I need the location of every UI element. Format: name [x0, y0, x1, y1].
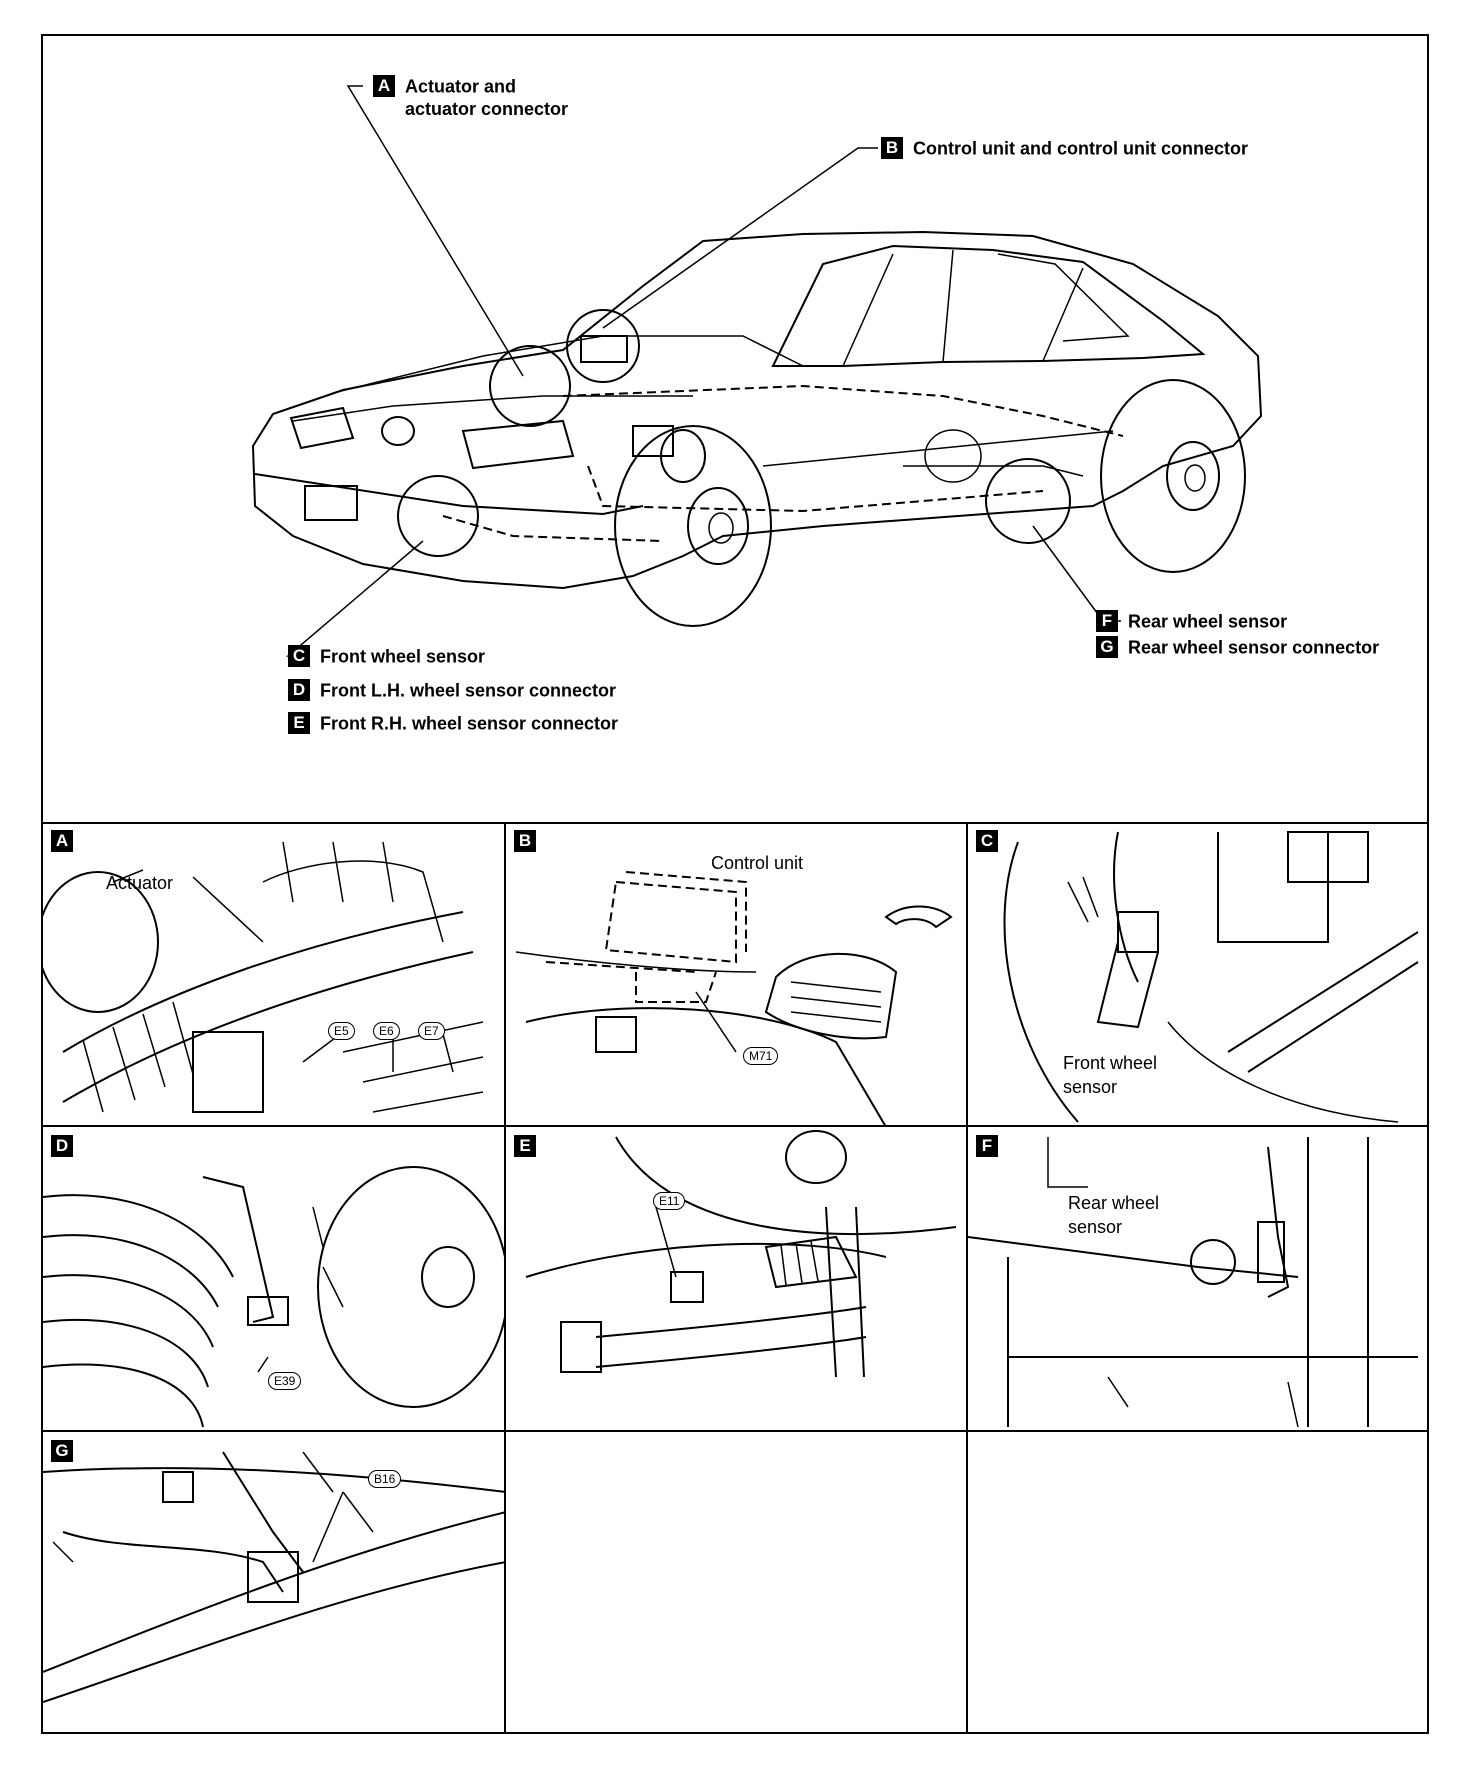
diagram-frame: A Actuator and actuator connector B Contro… — [41, 34, 1429, 1734]
panel-b-drawing — [515, 871, 953, 1125]
panel-c-front-wheel-label-line2: sensor — [1063, 1077, 1118, 1097]
panel-f-badge: F — [976, 1135, 998, 1157]
connector-e11: E11 — [653, 1192, 686, 1210]
panel-c: C Front wheel sensor — [968, 822, 1427, 1127]
panel-f-rear-wheel-label-line2: sensor — [1068, 1217, 1123, 1237]
panel-d: D E39 — [43, 1127, 506, 1432]
panel-empty-2 — [968, 1432, 1427, 1732]
callout-a-line2: actuator connector — [405, 99, 569, 119]
callout-a-text-line1: Actuator and — [405, 76, 517, 97]
connector-e5: E5 — [328, 1022, 355, 1040]
panel-c-badge: C — [976, 830, 998, 852]
callout-c-text: Front wheel sensor — [320, 646, 486, 667]
panel-a-drawing — [43, 841, 484, 1113]
vehicle-overview: A Actuator and actuator connector B Contro… — [43, 36, 1427, 824]
connector-e7: E7 — [418, 1022, 445, 1040]
callout-a: A Actuator and — [373, 74, 517, 98]
callout-f-badge: F — [1096, 610, 1118, 633]
panel-c-drawing — [1003, 831, 1419, 1123]
panel-g-drawing — [43, 1451, 504, 1703]
connector-e39: E39 — [268, 1372, 302, 1390]
callout-b-text: Control unit and control unit connector — [913, 138, 1248, 159]
panel-f-drawing — [968, 1137, 1418, 1428]
panel-b: B Control unit M71 — [506, 822, 968, 1127]
callout-c: C Front wheel sensor — [288, 644, 486, 668]
callout-g: G Rear wheel sensor connector — [1096, 635, 1380, 659]
callout-d: D Front L.H. wheel sensor connector — [288, 678, 617, 702]
connector-b16: B16 — [368, 1470, 402, 1488]
callout-g-text: Rear wheel sensor connector — [1128, 637, 1380, 658]
panel-empty-1 — [506, 1432, 968, 1732]
connector-m71: M71 — [743, 1047, 779, 1065]
callout-d-text: Front L.H. wheel sensor connector — [320, 680, 617, 701]
panel-a-badge: A — [51, 830, 73, 852]
callout-e-text: Front R.H. wheel sensor connector — [320, 713, 619, 734]
panel-a-actuator-label: Actuator — [106, 873, 174, 893]
callout-a-badge: A — [373, 75, 395, 98]
panel-e-badge: E — [514, 1135, 536, 1157]
callout-f: F Rear wheel sensor — [1096, 609, 1288, 633]
callout-g-badge: G — [1096, 636, 1118, 659]
callout-d-badge: D — [288, 679, 310, 702]
connector-e6: E6 — [373, 1022, 400, 1040]
panel-b-control-unit-label: Control unit — [711, 853, 804, 873]
callout-b-badge: B — [881, 137, 903, 160]
panel-f-rear-wheel-label-line1: Rear wheel — [1068, 1193, 1160, 1213]
panel-d-badge: D — [51, 1135, 73, 1157]
panel-g: G B16 — [43, 1432, 506, 1732]
panel-e-drawing — [525, 1130, 957, 1378]
panel-e: E E11 — [506, 1127, 968, 1432]
callout-f-text: Rear wheel sensor — [1128, 611, 1288, 632]
callout-e-badge: E — [288, 712, 310, 735]
detail-panel-grid: A Actuator E5 E6 E7 B Control unit M71 — [43, 822, 1427, 1732]
panel-g-badge: G — [51, 1440, 73, 1462]
callout-e: E Front R.H. wheel sensor connector — [288, 711, 619, 735]
callout-c-badge: C — [288, 645, 310, 668]
panel-b-badge: B — [514, 830, 536, 852]
callout-b: B Control unit and control unit connector — [881, 136, 1248, 160]
panel-d-drawing — [43, 1166, 504, 1428]
panel-c-front-wheel-label-line1: Front wheel — [1063, 1053, 1158, 1073]
panel-a: A Actuator E5 E6 E7 — [43, 822, 506, 1127]
panel-f: F Rear wheel sensor — [968, 1127, 1427, 1432]
